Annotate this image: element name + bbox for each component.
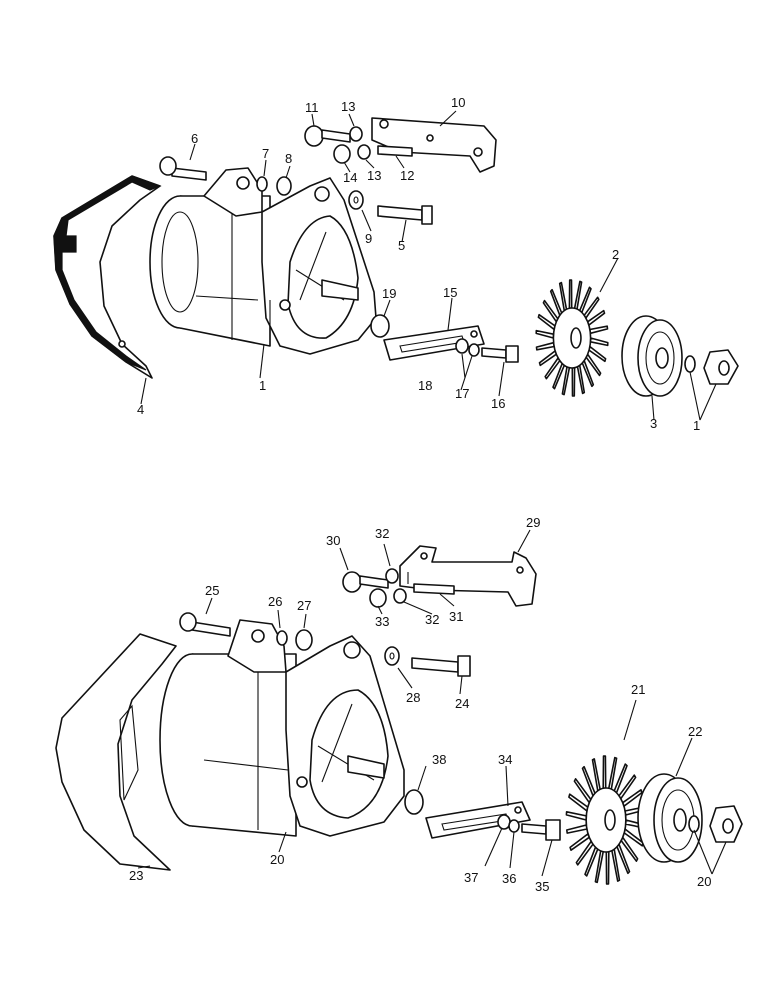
callout-11: 11	[305, 100, 319, 115]
fan-2	[535, 279, 609, 397]
callout-35: 35	[535, 879, 549, 894]
washer-26	[276, 630, 288, 646]
callout-4: 4	[137, 402, 144, 417]
alternator-body-upper	[149, 167, 377, 355]
callout-18: 18	[418, 378, 432, 393]
washer-13a	[349, 126, 363, 142]
washer-28	[384, 646, 400, 666]
callout-3: 3	[650, 416, 657, 431]
washer-32a	[385, 568, 399, 584]
callout-1b: 1	[693, 418, 700, 433]
washer-32b	[393, 588, 407, 604]
callout-31: 31	[449, 609, 463, 624]
bracket-10	[371, 117, 497, 173]
stud-31	[413, 583, 455, 595]
washer-9	[348, 190, 364, 210]
spacer-27	[295, 629, 313, 651]
adjusting-link-15	[383, 325, 485, 361]
callout-27: 27	[297, 598, 311, 613]
washer-18	[455, 338, 469, 354]
callout-10: 10	[451, 95, 465, 110]
pulley-22	[637, 773, 703, 863]
bracket-29	[399, 545, 537, 607]
callout-21: 21	[631, 682, 645, 697]
nut-14	[333, 144, 351, 164]
washer-37	[497, 814, 511, 830]
callout-28: 28	[406, 690, 420, 705]
nut-33	[369, 588, 387, 608]
callouts-upper: 1 2 3 4 5 6 7 8 9 10 11 12 13 13 14 15 1…	[137, 95, 700, 433]
callout-20: 20	[270, 852, 284, 867]
fan-bore	[570, 327, 582, 349]
callout-17: 17	[455, 386, 469, 401]
callout-25: 25	[205, 583, 219, 598]
callout-7: 7	[262, 146, 269, 161]
bolt-25	[179, 612, 231, 637]
bolt-35	[521, 819, 561, 841]
stud-12	[377, 145, 413, 157]
callout-2: 2	[612, 247, 619, 262]
leader-lines-lower	[137, 529, 727, 877]
fan-bore	[604, 809, 616, 831]
callout-5: 5	[398, 238, 405, 253]
fan-21	[565, 755, 647, 885]
callout-38: 38	[432, 752, 446, 767]
callout-16: 16	[491, 396, 505, 411]
fan-blades	[535, 279, 609, 397]
callout-19: 19	[382, 286, 396, 301]
bolt-16	[481, 345, 519, 363]
callout-22: 22	[688, 724, 702, 739]
callout-12: 12	[400, 168, 414, 183]
spacer-8	[276, 176, 292, 196]
callout-13b: 13	[367, 168, 381, 183]
pulley-3	[621, 315, 683, 397]
leader-lines-upper	[140, 110, 717, 421]
callout-1: 1	[259, 378, 266, 393]
callout-6: 6	[191, 131, 198, 146]
callouts-lower: 20 20 21 22 23 24 25 26 27 28 29 30 31 3…	[129, 515, 711, 894]
washer-7	[256, 176, 268, 192]
callout-33: 33	[375, 614, 389, 629]
lower-assembly: 20 20 21 22 23 24 25 26 27 28 29 30 31 3…	[55, 515, 743, 894]
washer-1	[684, 355, 696, 373]
fan-shield-upper	[53, 175, 162, 379]
spacer-19	[370, 314, 390, 338]
washer-13b	[357, 144, 371, 160]
callout-30: 30	[326, 533, 340, 548]
callout-26: 26	[268, 594, 282, 609]
callout-13a: 13	[341, 99, 355, 114]
bolt-6	[159, 156, 207, 181]
nut-20	[709, 805, 743, 843]
nut-1	[703, 349, 739, 385]
callout-37: 37	[464, 870, 478, 885]
callout-14: 14	[343, 170, 357, 185]
bolt-11	[304, 125, 324, 147]
callout-29: 29	[526, 515, 540, 530]
alternator-body-lower	[159, 619, 405, 837]
washer-20	[688, 815, 700, 833]
washer-17	[468, 343, 480, 357]
callout-8: 8	[285, 151, 292, 166]
callout-36: 36	[502, 871, 516, 886]
callout-20b: 20	[697, 874, 711, 889]
upper-assembly: 1 2 3 4 5 6 7 8 9 10 11 12 13 13 14 15 1…	[53, 95, 739, 433]
callout-34: 34	[498, 752, 512, 767]
bolt-5	[377, 205, 433, 225]
callout-32b: 32	[425, 612, 439, 627]
callout-23: 23	[129, 868, 143, 883]
bolt-30	[342, 571, 362, 593]
callout-24: 24	[455, 696, 469, 711]
bolt-24	[411, 655, 471, 677]
spacer-38	[404, 789, 424, 815]
washer-36	[508, 819, 520, 833]
fan-shield-lower	[55, 633, 177, 871]
callout-32a: 32	[375, 526, 389, 541]
callout-9: 9	[365, 231, 372, 246]
callout-15: 15	[443, 285, 457, 300]
